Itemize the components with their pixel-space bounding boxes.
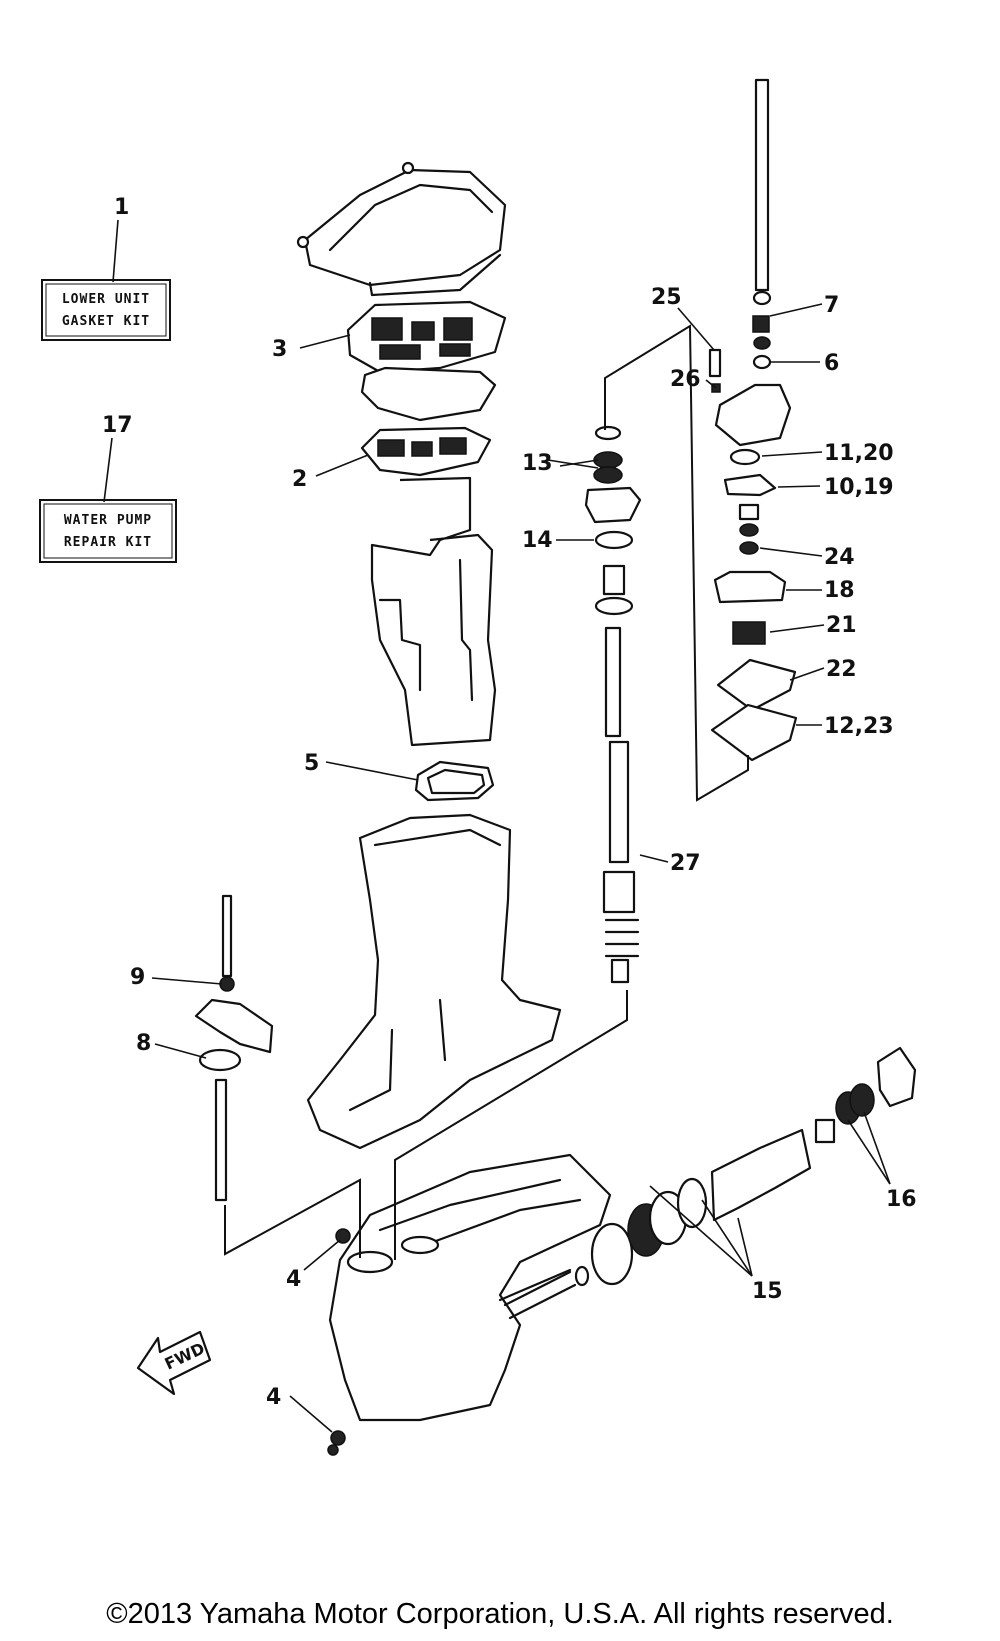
callout-13: 13: [522, 451, 553, 476]
callout-5: 5: [304, 751, 319, 776]
callout-2: 2: [292, 467, 307, 492]
callout-25: 25: [651, 285, 682, 310]
water-tube-and-pump: [710, 78, 798, 762]
connector-lines: [224, 324, 749, 1260]
kit-label-line2: REPAIR KIT: [64, 535, 152, 550]
upper-casing: [370, 476, 497, 747]
propeller-shaft: [503, 1270, 577, 1320]
callout-1: 1: [114, 195, 129, 220]
callout-12-23: 12,23: [824, 714, 894, 739]
callout-numbers: 3 2 5 13 14 25 26 7 6 11,20 10,19 24 18 …: [130, 285, 917, 1410]
callout-17: 17: [102, 413, 133, 438]
callout-22: 22: [826, 657, 857, 682]
water-pump-repair-kit-box: 17 WATER PUMP REPAIR KIT: [39, 413, 177, 563]
callout-4-lower: 4: [266, 1385, 281, 1410]
callout-21: 21: [826, 613, 857, 638]
callout-26: 26: [670, 367, 701, 392]
callout-4-upper: 4: [286, 1267, 301, 1292]
callout-24: 24: [824, 545, 855, 570]
callout-10-19: 10,19: [824, 475, 894, 500]
callout-9: 9: [130, 965, 145, 990]
propeller-assembly: [574, 1046, 917, 1287]
callout-14: 14: [522, 528, 553, 553]
shift-rod-assembly: [194, 894, 274, 1202]
plate-part-2: [360, 426, 492, 477]
lower-gearcase: [328, 1153, 612, 1422]
callout-6: 6: [824, 351, 839, 376]
upper-gasket: [360, 366, 497, 422]
kit-label-line1: WATER PUMP: [64, 513, 152, 528]
leader-lines: [151, 303, 891, 1433]
exhaust-casing: [306, 813, 562, 1150]
drive-shaft: [602, 626, 640, 984]
callout-15: 15: [752, 1279, 783, 1304]
copyright-notice: ©2013 Yamaha Motor Corporation, U.S.A. A…: [106, 1598, 894, 1630]
callout-11-20: 11,20: [824, 441, 894, 466]
kit-label-line1: LOWER UNIT: [62, 292, 150, 307]
upper-plate-part-3: [346, 300, 507, 374]
kit-label-line2: GASKET KIT: [62, 314, 150, 329]
top-cover-plate: [296, 161, 507, 297]
callout-7: 7: [824, 293, 839, 318]
drive-shaft-bearings: [584, 425, 642, 616]
gasket-part-5: [414, 760, 495, 802]
fwd-arrow: FWD: [136, 1330, 212, 1396]
bolt-part-25: [708, 348, 722, 378]
callout-18: 18: [824, 578, 855, 603]
callout-27: 27: [670, 851, 701, 876]
callout-8: 8: [136, 1031, 151, 1056]
plug-part-4-lower: [330, 1430, 346, 1446]
callout-3: 3: [272, 337, 287, 362]
callout-16: 16: [886, 1187, 917, 1212]
lower-unit-gasket-kit-box: 1 LOWER UNIT GASKET KIT: [41, 195, 171, 341]
